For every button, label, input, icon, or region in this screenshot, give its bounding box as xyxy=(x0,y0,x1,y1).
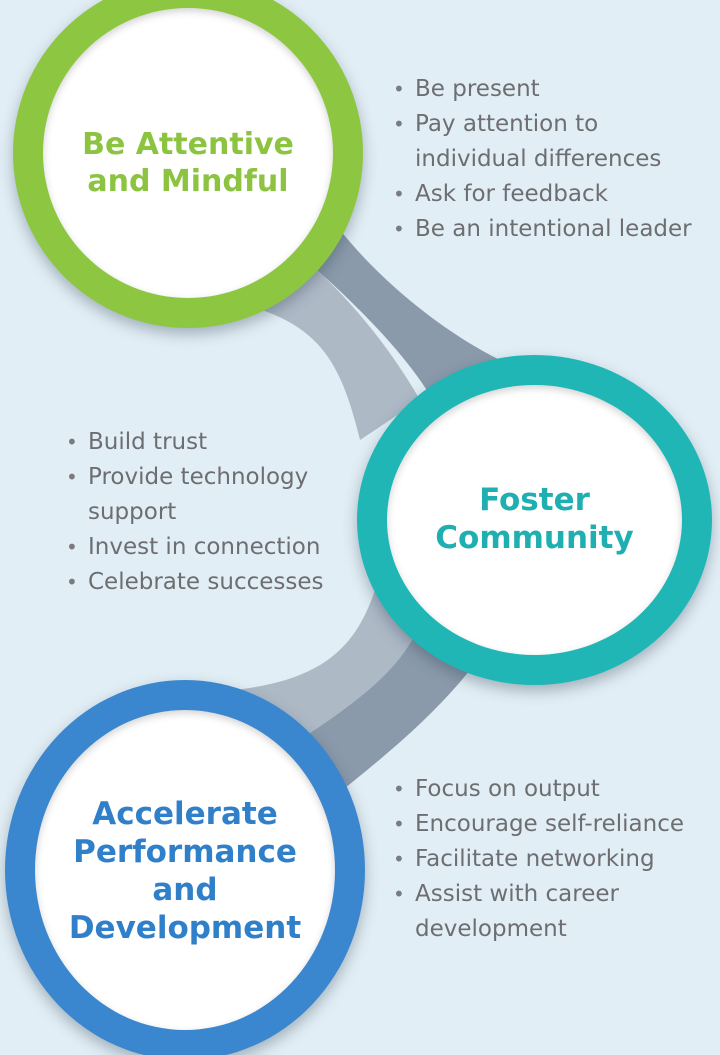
bullet-item: Ask for feedback xyxy=(393,177,713,212)
bullet-item: Encourage self-reliance xyxy=(393,807,713,842)
bullet-item: Be an intentional leader xyxy=(393,212,713,247)
bullet-item: Be present xyxy=(393,72,713,107)
step-circle-inner xyxy=(43,8,333,298)
connector-lower-dark xyxy=(300,625,470,800)
bullet-item: Invest in connection xyxy=(66,530,356,565)
bullet-item: Build trust xyxy=(66,425,356,460)
bullet-item: Provide technology support xyxy=(66,460,356,530)
bullet-item: Facilitate networking xyxy=(393,842,713,877)
step-circle-inner xyxy=(387,385,682,655)
bullet-item: Assist with career development xyxy=(393,877,713,947)
step-circle-performance: Accelerate Performance and Development xyxy=(5,680,365,1055)
step-title-attentive: Be Attentive and Mindful xyxy=(82,127,294,199)
connector-lower-light xyxy=(235,590,420,740)
step-circle-inner xyxy=(35,710,335,1030)
step-circle-attentive: Be Attentive and Mindful xyxy=(13,0,363,328)
bullet-list-community: Build trust Provide technology support I… xyxy=(66,425,356,600)
bullet-item: Pay attention to individual differences xyxy=(393,107,713,177)
step-title-community: Foster Community xyxy=(435,482,634,556)
bullet-list-attentive: Be present Pay attention to individual d… xyxy=(393,72,713,247)
bullet-list-performance: Focus on output Encourage self-reliance … xyxy=(393,772,713,947)
connector-upper-dark xyxy=(300,230,500,395)
bullet-item: Focus on output xyxy=(393,772,713,807)
step-title-performance: Accelerate Performance and Development xyxy=(68,796,302,946)
step-circle-community: Foster Community xyxy=(357,355,712,685)
bullet-item: Celebrate successes xyxy=(66,565,356,600)
